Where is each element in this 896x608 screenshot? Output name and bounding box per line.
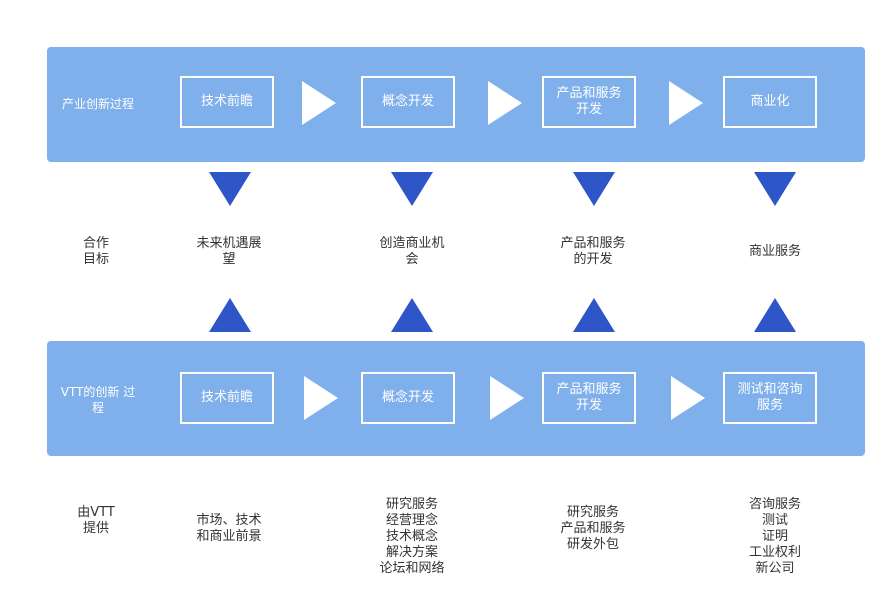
chevron-right-icon: [669, 81, 703, 125]
provided-item: 市场、技术 和商业前景: [196, 513, 262, 544]
bottom-stage-concept-development: 概念开发: [361, 372, 455, 424]
down-triangle-icon: [391, 172, 433, 206]
vtt-process-band: [47, 341, 865, 456]
provided-item: 研究服务 经营理念 技术概念 解决方案 论坛和网络: [379, 497, 445, 576]
goals-label: 合作 目标: [82, 236, 109, 267]
goal-item: 商业服务: [748, 244, 801, 259]
goal-item: 创造商业机 会: [379, 236, 445, 267]
provided-item: 研究服务 产品和服务 研发外包: [560, 505, 626, 552]
provided-item: 咨询服务 测试 证明 工业权利 新公司: [748, 497, 801, 576]
down-triangle-icon: [754, 172, 796, 206]
bottom-stage-product-service-development: 产品和服务 开发: [542, 372, 636, 424]
chevron-right-icon: [302, 81, 336, 125]
chevron-right-icon: [304, 376, 338, 420]
goal-item: 产品和服务 的开发: [560, 236, 626, 267]
bottom-stage-testing-consulting: 测试和咨询 服务: [723, 372, 817, 424]
top-stage-commercialization: 商业化: [723, 76, 817, 128]
top-stage-product-service-development: 产品和服务 开发: [542, 76, 636, 128]
goal-item: 未来机遇展 望: [196, 236, 262, 267]
chevron-right-icon: [488, 81, 522, 125]
up-triangle-icon: [754, 298, 796, 332]
top-stage-tech-foresight: 技术前瞻: [180, 76, 274, 128]
vtt-process-label: VTT的创新 过程: [60, 385, 136, 415]
industry-process-band: [47, 47, 865, 162]
industry-process-label: 产业创新过程: [61, 97, 134, 111]
down-triangle-icon: [209, 172, 251, 206]
down-triangle-icon: [573, 172, 615, 206]
up-triangle-icon: [573, 298, 615, 332]
chevron-right-icon: [671, 376, 705, 420]
provided-label: 由VTT 提供: [77, 505, 115, 536]
chevron-right-icon: [490, 376, 524, 420]
top-stage-concept-development: 概念开发: [361, 76, 455, 128]
up-triangle-icon: [391, 298, 433, 332]
up-triangle-icon: [209, 298, 251, 332]
bottom-stage-tech-foresight: 技术前瞻: [180, 372, 274, 424]
